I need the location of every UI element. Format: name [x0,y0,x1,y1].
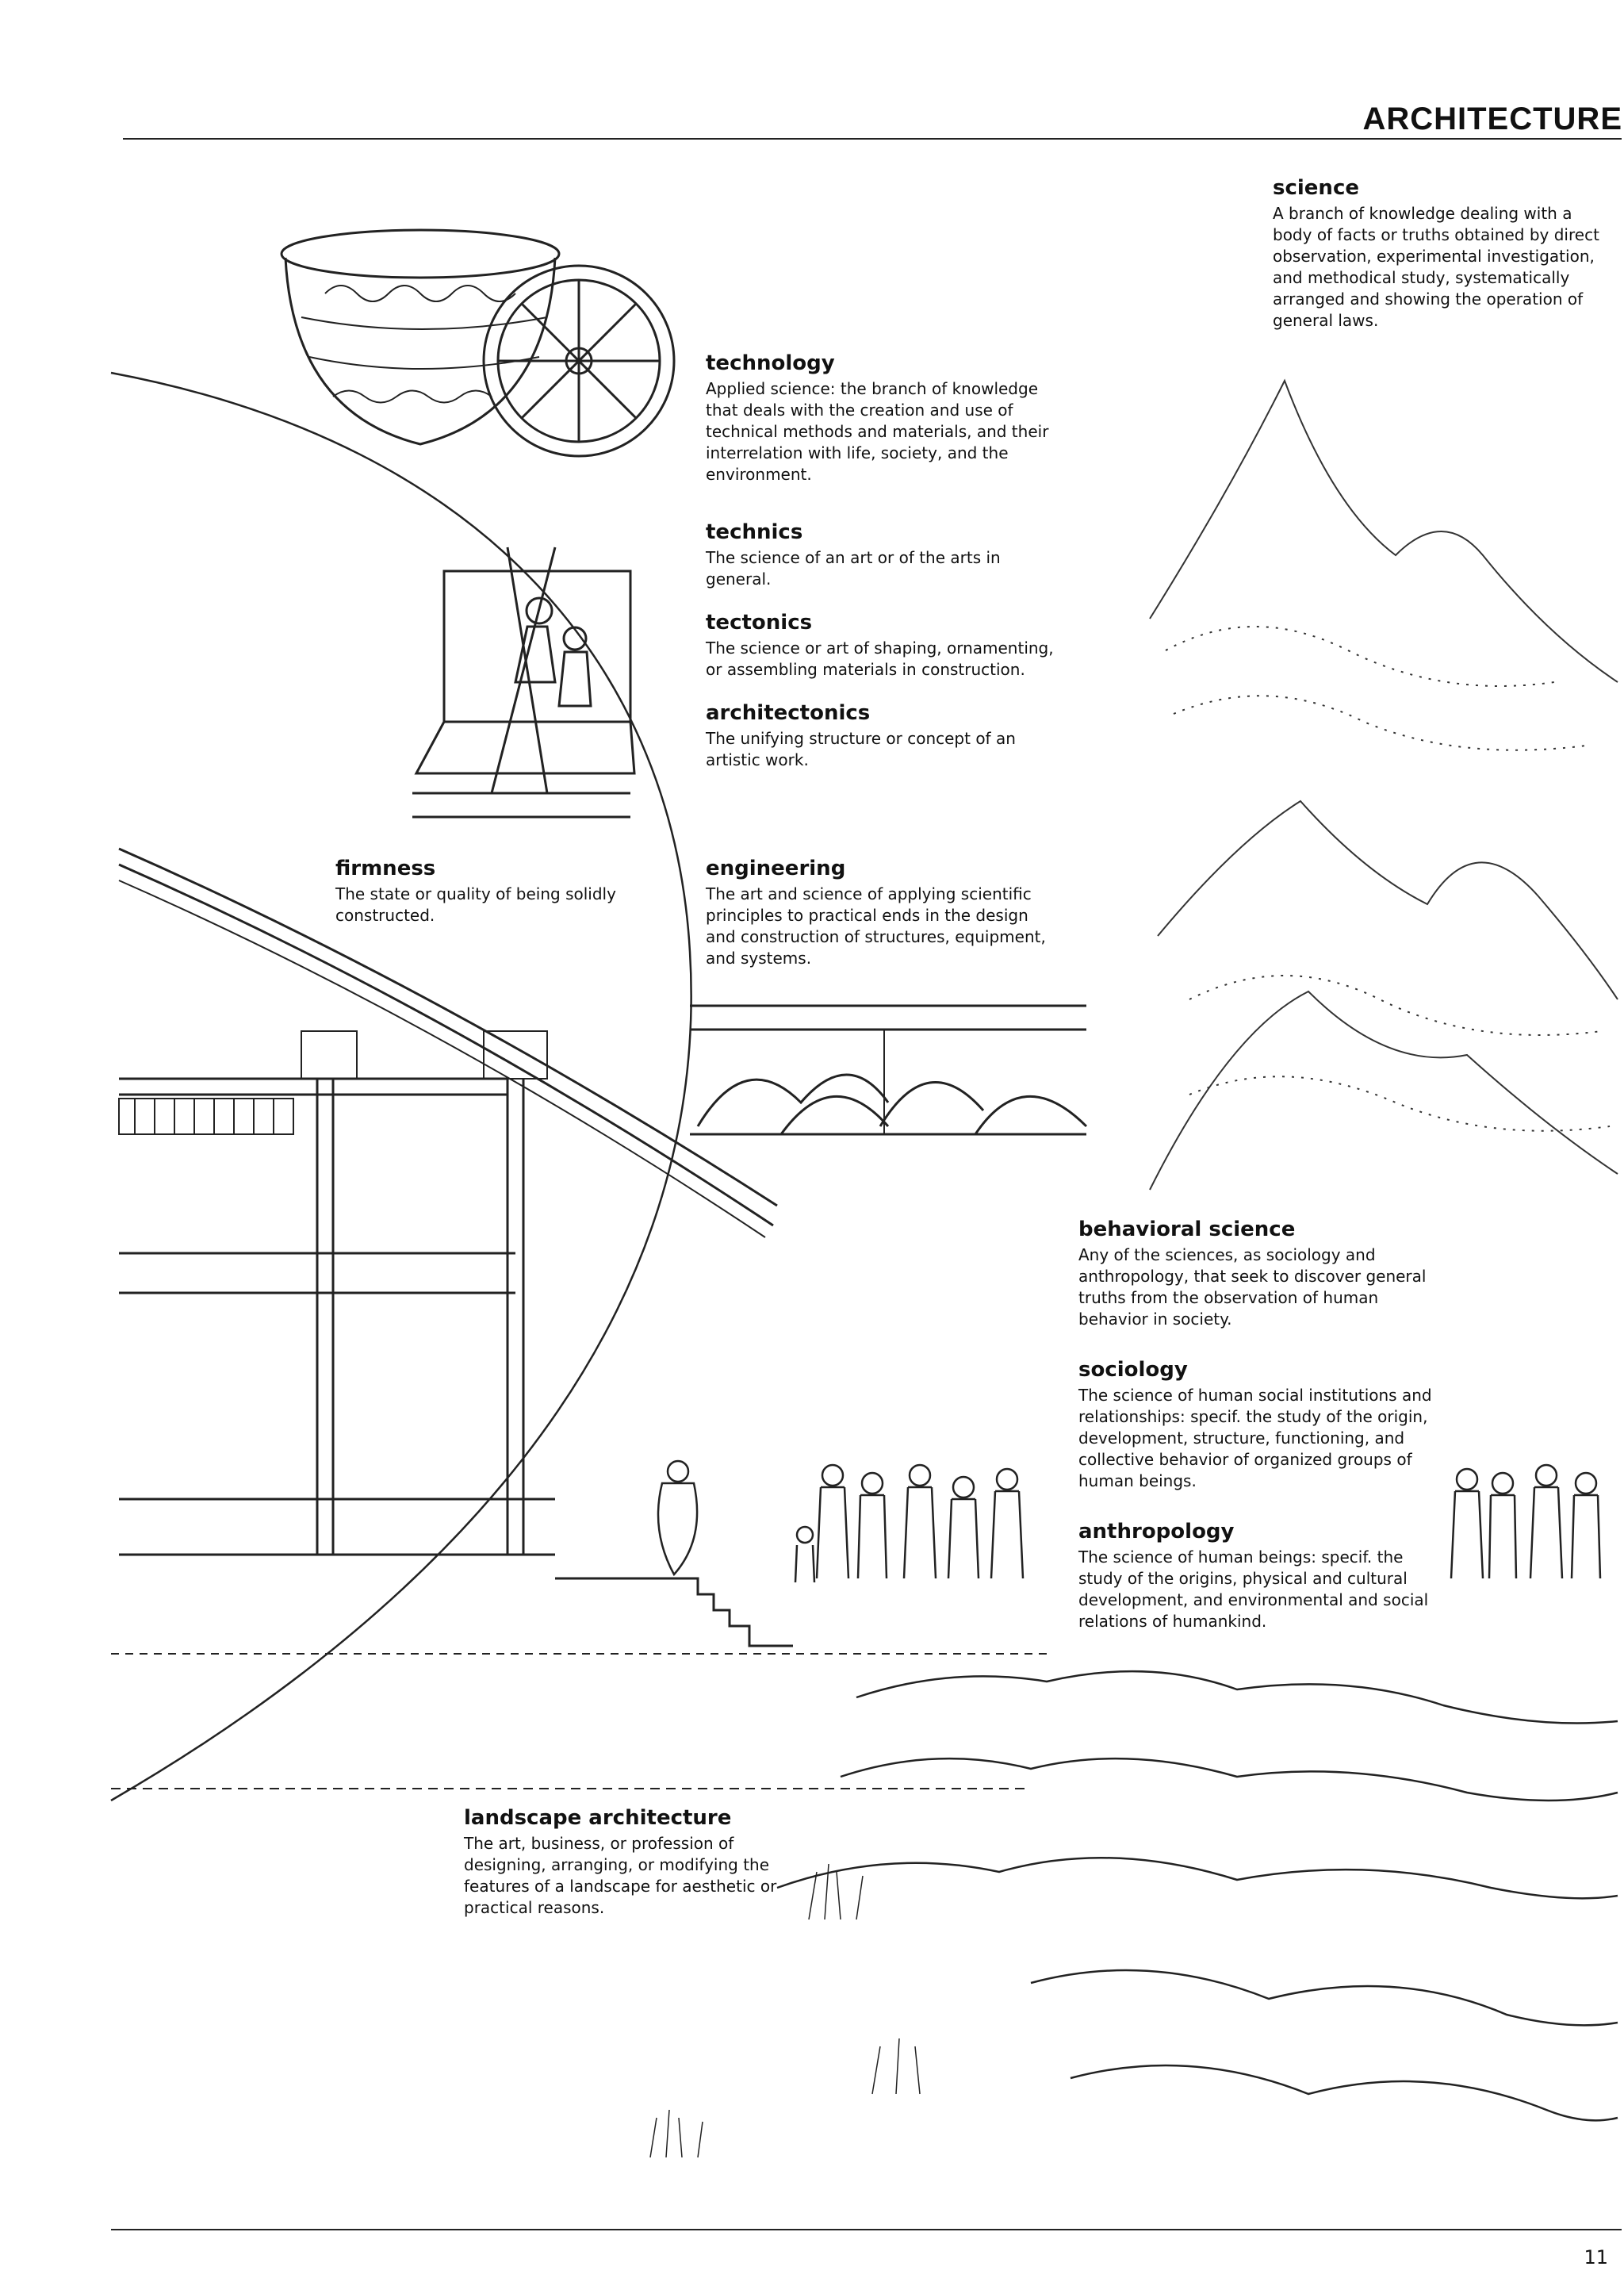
entry-term: architectonics [706,701,871,725]
entry-term: landscape architecture [464,1806,732,1830]
entry-definition: The art and science of applying scientif… [706,884,1046,968]
entry-behavioral-science: behavioral science Any of the sciences, … [1078,1218,1435,1330]
builders-frame-illustration [412,546,636,819]
page-number: 11 [1584,2246,1608,2268]
entry-definition: The unifying structure or concept of an … [706,729,1016,769]
entry-definition: The science of an art or of the arts in … [706,548,1001,589]
wheel-illustration [482,264,676,458]
temple-section-illustration [111,847,1047,1655]
header-rule [123,138,1622,140]
entry-term: technology [706,351,835,375]
entry-technics: technics The science of an art or of the… [706,520,1007,590]
entry-definition: The science of human beings: specif. the… [1078,1547,1429,1631]
entry-firmness: firmness The state or quality of being s… [335,857,637,926]
entry-anthropology: anthropology The science of human beings… [1078,1520,1435,1632]
arched-bridge-illustration [690,1004,1088,1136]
entry-architectonics: architectonics The unifying structure or… [706,701,1039,771]
entry-definition: Applied science: the branch of knowledge… [706,379,1049,484]
entry-term: behavioral science [1078,1218,1296,1241]
entry-sociology: sociology The science of human social in… [1078,1358,1435,1492]
entry-science: science A branch of knowledge dealing wi… [1273,176,1606,332]
entry-term: anthropology [1078,1520,1235,1544]
entry-technology: technology Applied science: the branch o… [706,351,1055,485]
entry-definition: A branch of knowledge dealing with a bod… [1273,204,1599,330]
entry-term: sociology [1078,1358,1188,1382]
entry-definition: The art, business, or profession of desi… [464,1834,777,1917]
entry-engineering: engineering The art and science of apply… [706,857,1055,969]
entry-landscape-architecture: landscape architecture The art, business… [464,1806,805,1919]
entry-definition: The science of human social institutions… [1078,1386,1432,1490]
entry-term: tectonics [706,611,813,635]
entry-definition: The science or art of shaping, ornamenti… [706,639,1054,679]
entry-definition: The state or quality of being solidly co… [335,884,616,925]
section-title: ARCHITECTURE [1362,102,1622,136]
construction-arc [110,371,692,1802]
entry-term: science [1273,176,1359,200]
people-figures-illustration [657,1459,1602,1583]
rock-landscape-illustration [111,1670,1618,2158]
entry-term: firmness [335,857,436,880]
footer-rule [111,2229,1622,2230]
entry-term: engineering [706,857,846,880]
entry-term: technics [706,520,803,544]
mountain-landscape-illustration [1149,378,1618,1191]
bronze-vessel-illustration [280,228,561,446]
entry-tectonics: tectonics The science or art of shaping,… [706,611,1055,681]
entry-definition: Any of the sciences, as sociology and an… [1078,1245,1427,1329]
